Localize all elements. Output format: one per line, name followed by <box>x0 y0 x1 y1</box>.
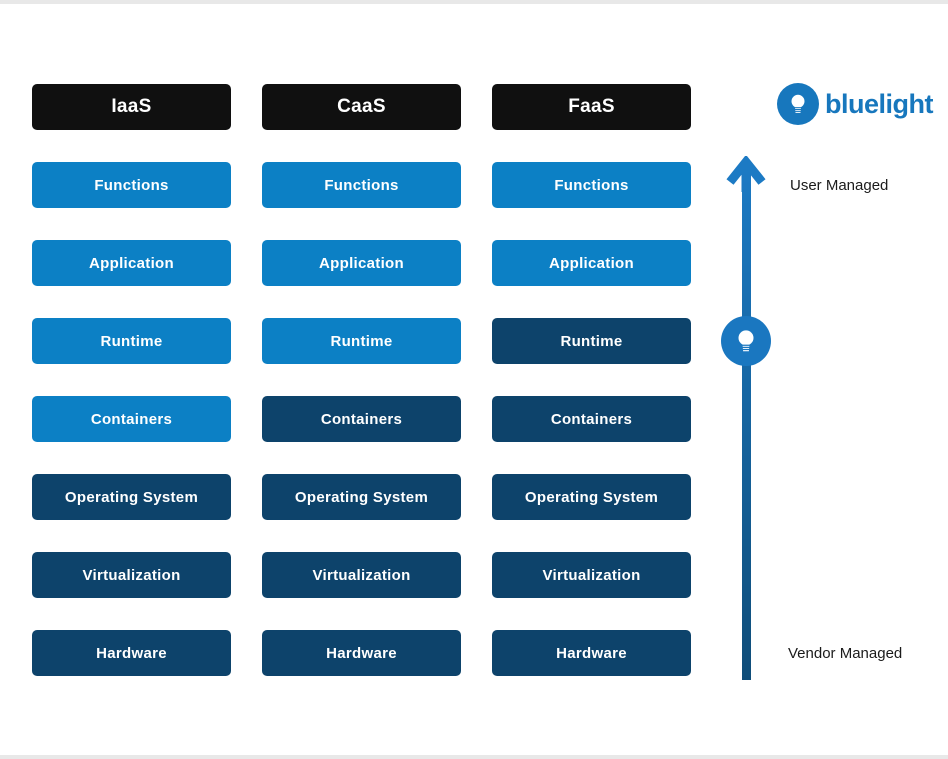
layer-cell-runtime: Runtime <box>32 318 231 364</box>
layer-cell-virtualization: Virtualization <box>32 552 231 598</box>
layer-cell-application: Application <box>32 240 231 286</box>
layer-cell-containers: Containers <box>262 396 461 442</box>
layer-cell-application: Application <box>262 240 461 286</box>
layer-cell-virtualization: Virtualization <box>262 552 461 598</box>
bluelight-logo: bluelight <box>777 83 933 125</box>
layer-cell-operating-system: Operating System <box>262 474 461 520</box>
layer-cell-application: Application <box>492 240 691 286</box>
layer-cell-runtime: Runtime <box>262 318 461 364</box>
page-top-edge <box>0 0 948 4</box>
managed-scale-arrow-line <box>742 166 751 680</box>
layer-cell-runtime: Runtime <box>492 318 691 364</box>
layer-cell-containers: Containers <box>492 396 691 442</box>
column-header-faas: FaaS <box>492 84 691 130</box>
layer-cell-hardware: Hardware <box>262 630 461 676</box>
layer-cell-virtualization: Virtualization <box>492 552 691 598</box>
layer-cell-functions: Functions <box>32 162 231 208</box>
logo-wordmark: bluelight <box>825 88 933 119</box>
layer-cell-containers: Containers <box>32 396 231 442</box>
layer-cell-operating-system: Operating System <box>32 474 231 520</box>
column-header-caas: CaaS <box>262 84 461 130</box>
layer-cell-hardware: Hardware <box>492 630 691 676</box>
layer-cell-hardware: Hardware <box>32 630 231 676</box>
lightbulb-icon <box>777 83 819 125</box>
vendor-managed-label: Vendor Managed <box>788 645 903 662</box>
page-bottom-edge <box>0 755 948 759</box>
layer-cell-functions: Functions <box>262 162 461 208</box>
column-header-iaas: IaaS <box>32 84 231 130</box>
user-managed-label: User Managed <box>790 177 889 194</box>
layer-cell-functions: Functions <box>492 162 691 208</box>
arrow-lightbulb-icon <box>721 316 771 366</box>
layer-cell-operating-system: Operating System <box>492 474 691 520</box>
